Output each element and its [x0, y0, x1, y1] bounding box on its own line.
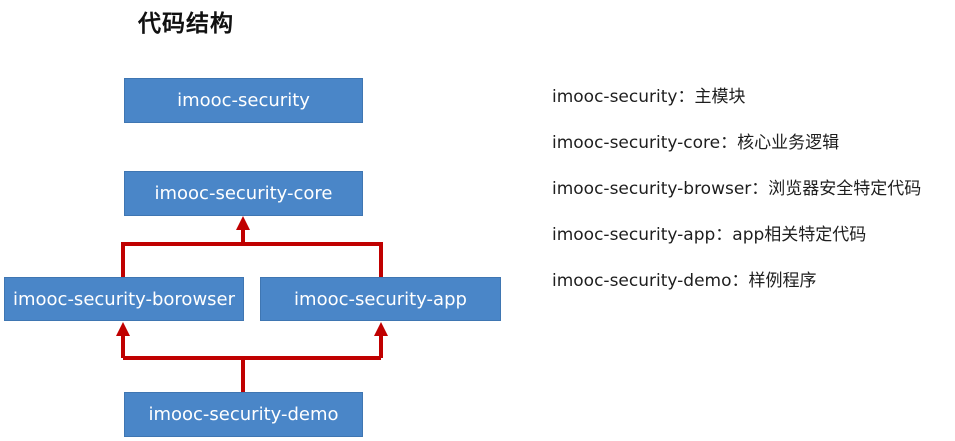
- separator: ：: [751, 179, 769, 199]
- arrowhead-browser: [116, 322, 130, 336]
- module-name: imooc-security-demo: [552, 271, 732, 291]
- arrowhead-core: [236, 216, 250, 230]
- module-name: imooc-security-app: [552, 225, 716, 245]
- module-box-security: imooc-security: [124, 78, 363, 123]
- arrow-to-core: [121, 223, 383, 277]
- module-desc: 样例程序: [748, 271, 817, 291]
- module-desc: 浏览器安全特定代码: [768, 179, 922, 199]
- separator: ：: [677, 87, 695, 107]
- module-name: imooc-security-core: [552, 133, 721, 153]
- module-box-app: imooc-security-app: [260, 277, 501, 321]
- module-description-item: imooc-security：主模块: [552, 82, 921, 128]
- separator: ：: [731, 271, 749, 291]
- module-box-demo: imooc-security-demo: [124, 392, 363, 437]
- module-name: imooc-security-browser: [552, 179, 752, 199]
- slide-title: 代码结构: [138, 11, 234, 37]
- module-description-item: imooc-security-app：app相关特定代码: [552, 220, 921, 266]
- module-desc: 核心业务逻辑: [737, 133, 840, 153]
- module-description-item: imooc-security-browser：浏览器安全特定代码: [552, 174, 921, 220]
- module-desc: 主模块: [694, 87, 746, 107]
- module-box-core: imooc-security-core: [124, 171, 363, 216]
- module-box-browser: imooc-security-borowser: [4, 277, 244, 321]
- module-description-item: imooc-security-core：核心业务逻辑: [552, 128, 921, 174]
- separator: ：: [715, 225, 733, 245]
- arrow-from-demo: [121, 334, 383, 392]
- arrowhead-app: [374, 322, 388, 336]
- module-description-list: imooc-security：主模块 imooc-security-core：核…: [552, 82, 921, 312]
- module-desc: app相关特定代码: [732, 225, 867, 245]
- separator: ：: [720, 133, 738, 153]
- module-name: imooc-security: [552, 87, 678, 107]
- module-description-item: imooc-security-demo：样例程序: [552, 266, 921, 312]
